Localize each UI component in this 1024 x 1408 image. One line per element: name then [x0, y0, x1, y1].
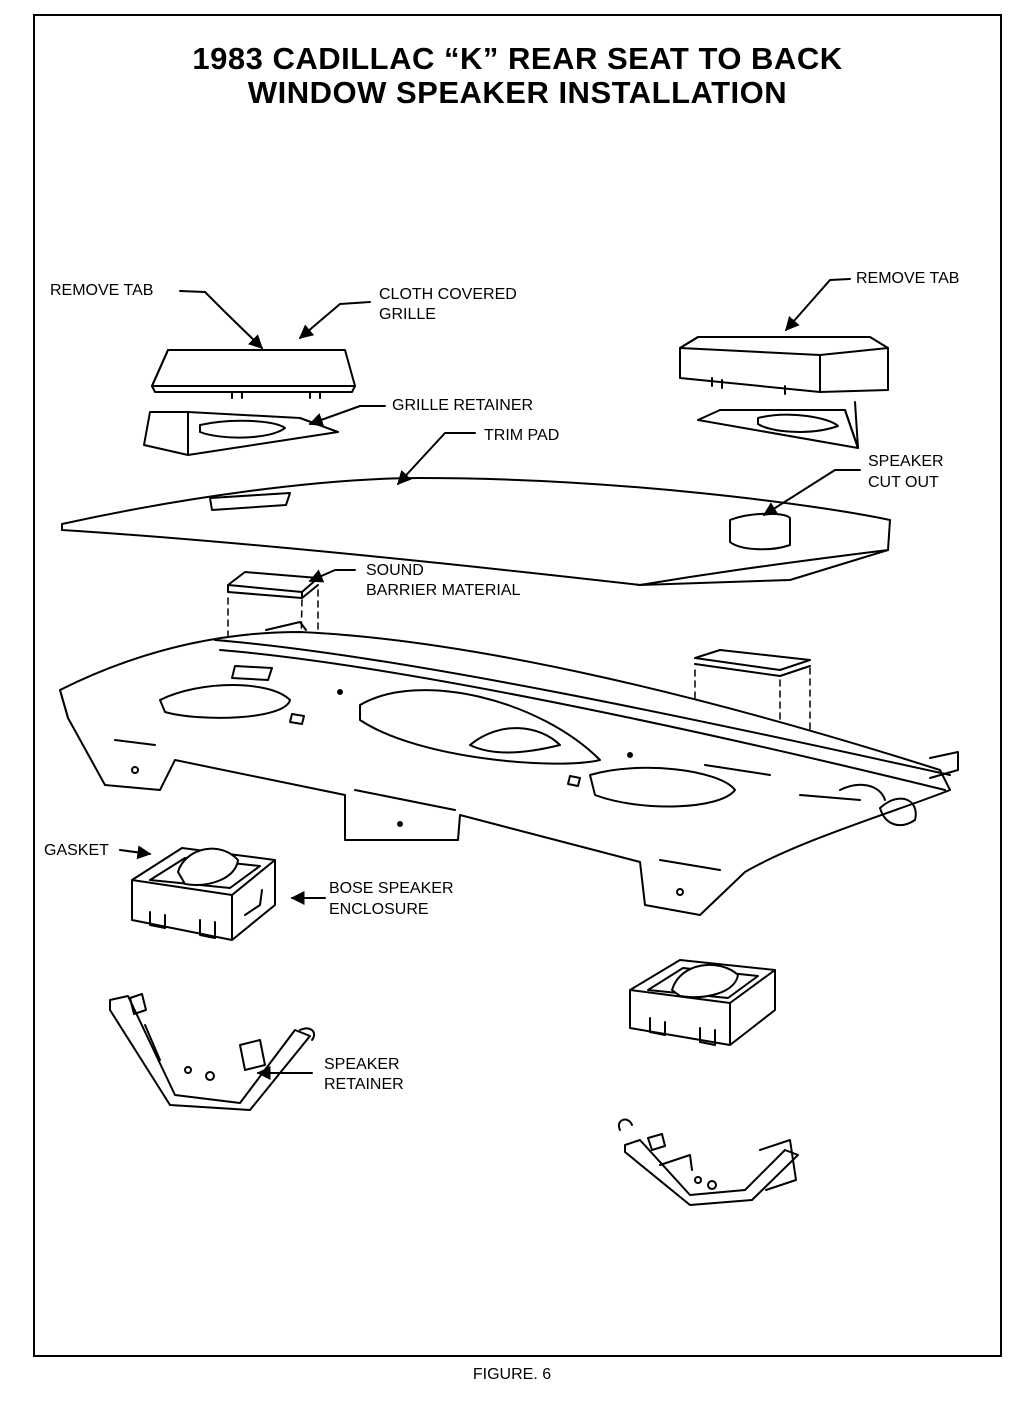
label-cloth-covered-grille-line-1: CLOTH COVERED: [379, 286, 517, 303]
left-grille-retainer: [143, 411, 339, 456]
right-cloth-grille: [679, 336, 889, 395]
right-grille-retainer: [697, 401, 859, 449]
label-bose-speaker-enclosure-line-2: ENCLOSURE: [329, 901, 429, 918]
figure-frame: [33, 14, 1002, 1357]
left-cloth-grille: [151, 349, 356, 399]
left-speaker-enclosure: [131, 847, 276, 941]
leader-lines: [119, 278, 861, 1080]
label-gasket: GASKET: [44, 842, 109, 859]
rear-shelf-panel: [59, 621, 959, 916]
right-speaker-retainer: [617, 1118, 799, 1206]
sound-barrier-left: [227, 571, 319, 599]
figure-title-line-2: WINDOW SPEAKER INSTALLATION: [247, 75, 788, 110]
label-grille-retainer: GRILLE RETAINER: [392, 397, 534, 414]
label-sound-barrier-line-2: BARRIER MATERIAL: [366, 582, 521, 599]
left-speaker-retainer: [109, 993, 316, 1111]
label-remove-tab-right: REMOVE TAB: [856, 270, 960, 287]
label-bose-speaker-enclosure-line-1: BOSE SPEAKER: [329, 880, 454, 897]
trim-pad: [61, 477, 891, 586]
label-speaker-cut-out-line-2: CUT OUT: [868, 474, 939, 491]
figure-caption: FIGURE. 6: [472, 1366, 552, 1383]
label-speaker-retainer-line-2: RETAINER: [324, 1076, 404, 1093]
sound-barrier-right: [694, 649, 811, 677]
figure-title-line-1: 1983 CADILLAC “K” REAR SEAT TO BACK: [192, 41, 843, 76]
label-remove-tab-left: REMOVE TAB: [50, 282, 154, 299]
label-sound-barrier-line-1: SOUND: [366, 562, 424, 579]
label-speaker-retainer-line-1: SPEAKER: [324, 1056, 400, 1073]
label-speaker-cut-out-line-1: SPEAKER: [868, 453, 944, 470]
right-speaker-enclosure: [629, 959, 776, 1046]
label-trim-pad: TRIM PAD: [484, 427, 560, 444]
label-cloth-covered-grille-line-2: GRILLE: [379, 306, 436, 323]
